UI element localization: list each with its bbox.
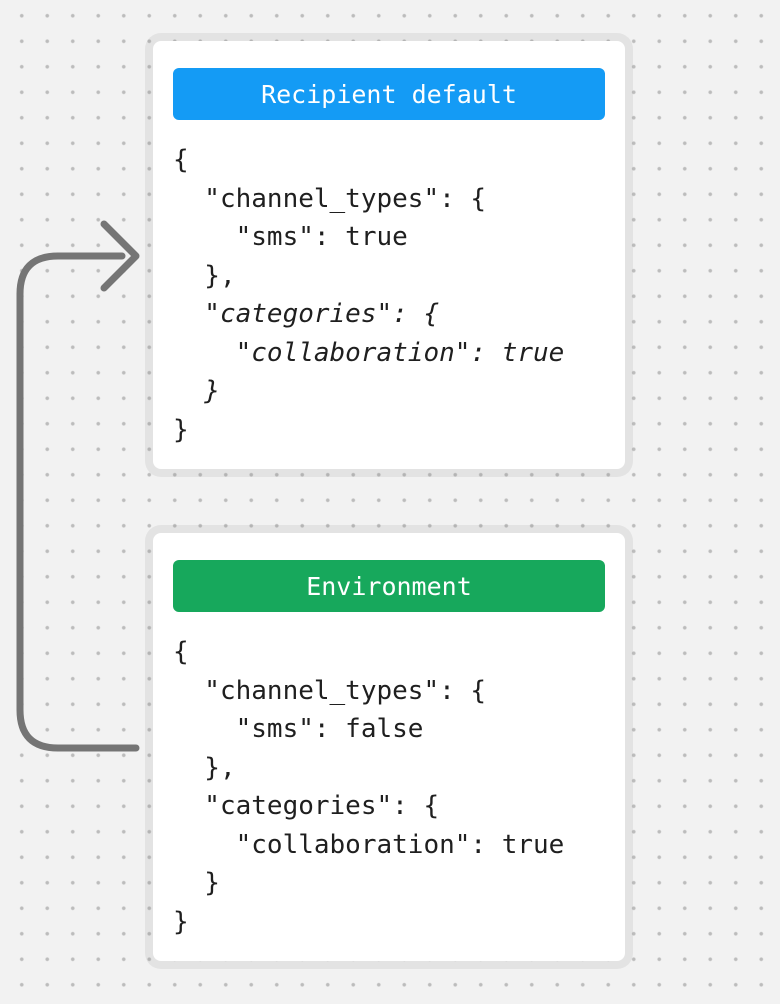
code-line: { [173,145,189,175]
code-line: "channel_types": { [173,675,487,706]
code-line: } [173,376,220,406]
recipient-default-title: Recipient default [261,79,517,109]
code-line: "categories": { [173,299,440,329]
recipient-default-header: Recipient default [173,68,605,120]
environment-title: Environment [306,571,472,601]
recipient-default-code: { "channel_types": { "sms": true }, "cat… [173,141,605,449]
code-line: }, [173,752,236,783]
arrow-head [100,220,140,292]
code-line: } [173,906,189,937]
environment-card: Environment { "channel_types": { "sms": … [145,525,633,969]
code-line: "collaboration": true [173,337,565,368]
code-line: } [173,868,220,898]
recipient-default-card: Recipient default { "channel_types": { "… [145,33,633,477]
arrow-line [16,252,140,752]
code-line: }, [173,260,236,291]
code-line: } [173,414,189,445]
code-line: "categories": { [173,791,440,821]
code-line: "channel_types": { [173,183,487,214]
code-line: "sms": true [173,222,408,252]
environment-header: Environment [173,560,605,612]
code-line: "collaboration": true [173,829,565,860]
code-line: { [173,637,189,667]
environment-code: { "channel_types": { "sms": false }, "ca… [173,633,605,941]
flow-arrow [16,220,140,752]
code-line: "sms": false [173,714,424,744]
